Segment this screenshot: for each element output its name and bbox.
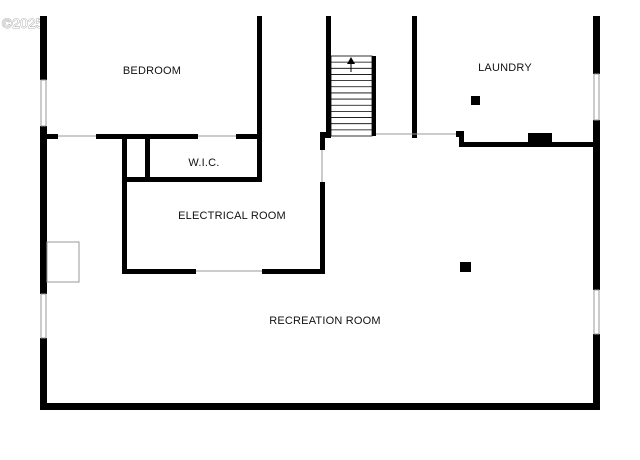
window-left-recreation [40, 293, 47, 339]
right-wall-lower [593, 334, 600, 410]
right-wall-upper [593, 16, 600, 74]
copyright-watermark: ©2025 [2, 15, 44, 31]
wic-label: W.I.C. [188, 157, 219, 169]
bedroom-label: BEDROOM [123, 65, 181, 77]
electrical-left-wall [122, 134, 127, 274]
electrical-bottom-wall-right [262, 269, 325, 274]
bedroom-right-wall [257, 16, 262, 180]
laundry-left-wall [412, 16, 417, 138]
fixtures [46, 96, 552, 283]
room-labels: BEDROOM LAUNDRY W.I.C. ELECTRICAL ROOM R… [123, 62, 532, 327]
recreation-room-label: RECREATION ROOM [269, 315, 381, 327]
window-right-laundry [593, 73, 600, 121]
wic-bottom-wall [122, 177, 262, 182]
right-wall-middle [593, 120, 600, 290]
laundry-appliance [528, 133, 552, 143]
windows [40, 73, 600, 339]
laundry-bottom-wall [459, 142, 600, 147]
left-wall-upper [40, 16, 47, 80]
stair-corner-left [320, 132, 330, 138]
fireplace-box [46, 241, 80, 283]
bedroom-bottom-wall-right [236, 134, 262, 139]
laundry-label: LAUNDRY [478, 62, 532, 74]
window-right-recreation [593, 289, 600, 335]
bedroom-bottom-wall-left [40, 134, 58, 139]
window-left-bedroom [40, 79, 47, 127]
laundry-column [471, 96, 480, 105]
stair-left-wall [326, 16, 331, 138]
recreation-column [460, 262, 471, 272]
left-wall-lower [40, 338, 47, 410]
electrical-room-label: ELECTRICAL ROOM [178, 210, 286, 222]
exterior-walls [40, 16, 600, 410]
left-wall-middle [40, 126, 47, 294]
stair-right-wall [372, 56, 376, 136]
stair-outline [330, 55, 373, 137]
bottom-wall [40, 403, 600, 410]
interior-walls [40, 16, 600, 274]
stairs [330, 55, 373, 137]
electrical-right-wall-upper [320, 132, 325, 150]
laundry-bottom-jamb [459, 131, 464, 146]
door-openings [58, 133, 456, 272]
wic-left-wall [145, 134, 150, 180]
electrical-bottom-wall-left [122, 269, 196, 274]
stairs-up-arrow-icon [347, 57, 355, 72]
electrical-right-wall [320, 182, 325, 274]
